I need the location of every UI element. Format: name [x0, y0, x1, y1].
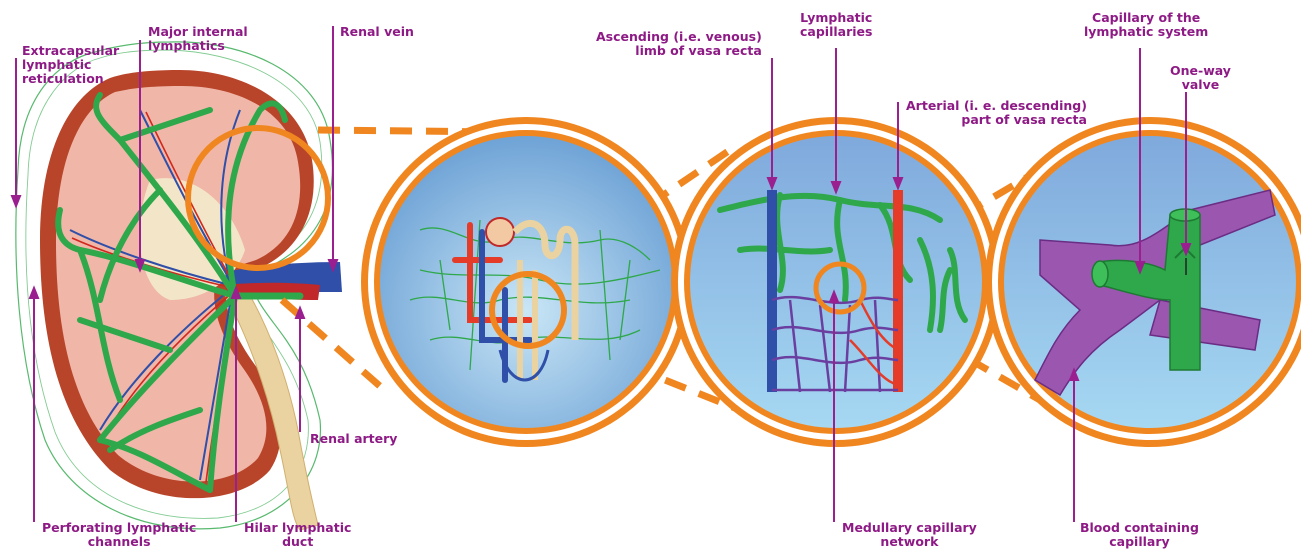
label-line: Lymphatic: [800, 11, 872, 25]
label-line: Perforating lymphatic: [42, 521, 196, 535]
label-renal-artery: Renal artery: [310, 432, 397, 446]
label-line: lymphatic: [22, 58, 119, 72]
label-one-way-valve: One-way valve: [1170, 64, 1231, 92]
label-line: Arterial (i. e. descending): [906, 99, 1087, 113]
kidney-illustration: [16, 42, 342, 530]
label-line: Renal artery: [310, 432, 397, 446]
label-line: capillaries: [800, 25, 872, 39]
lymph-capillary-detail-circle: [985, 117, 1301, 447]
label-blood-containing-capillary: Blood containing capillary: [1080, 521, 1199, 549]
nephron-detail-circle: [361, 117, 691, 447]
label-capillary-lymphatic-system: Capillary of the lymphatic system: [1084, 11, 1208, 39]
label-line: channels: [42, 535, 196, 549]
label-line: One-way: [1170, 64, 1231, 78]
label-line: capillary: [1080, 535, 1199, 549]
label-line: valve: [1170, 78, 1231, 92]
label-line: Ascending (i.e. venous): [596, 30, 762, 44]
label-medullary-capillary-network: Medullary capillary network: [842, 521, 977, 549]
label-line: Extracapsular: [22, 44, 119, 58]
label-line: Major internal: [148, 25, 248, 39]
label-arterial-vasa-recta: Arterial (i. e. descending) part of vasa…: [906, 99, 1087, 127]
label-line: duct: [244, 535, 351, 549]
label-major-internal-lymphatics: Major internal lymphatics: [148, 25, 248, 53]
label-extracapsular-reticulation: Extracapsular lymphatic reticulation: [22, 44, 119, 86]
label-line: network: [842, 535, 977, 549]
label-lymphatic-capillaries: Lymphatic capillaries: [800, 11, 872, 39]
label-hilar-lymphatic-duct: Hilar lymphatic duct: [244, 521, 351, 549]
label-line: reticulation: [22, 72, 119, 86]
label-perforating-lymphatic-channels: Perforating lymphatic channels: [42, 521, 196, 549]
label-line: lymphatic system: [1084, 25, 1208, 39]
label-line: limb of vasa recta: [596, 44, 762, 58]
label-line: Capillary of the: [1084, 11, 1208, 25]
label-line: lymphatics: [148, 39, 248, 53]
label-line: Blood containing: [1080, 521, 1199, 535]
label-line: Renal vein: [340, 25, 414, 39]
label-ascending-limb: Ascending (i.e. venous) limb of vasa rec…: [596, 30, 762, 58]
label-line: Medullary capillary: [842, 521, 977, 535]
label-renal-vein: Renal vein: [340, 25, 414, 39]
label-line: Hilar lymphatic: [244, 521, 351, 535]
label-line: part of vasa recta: [906, 113, 1087, 127]
